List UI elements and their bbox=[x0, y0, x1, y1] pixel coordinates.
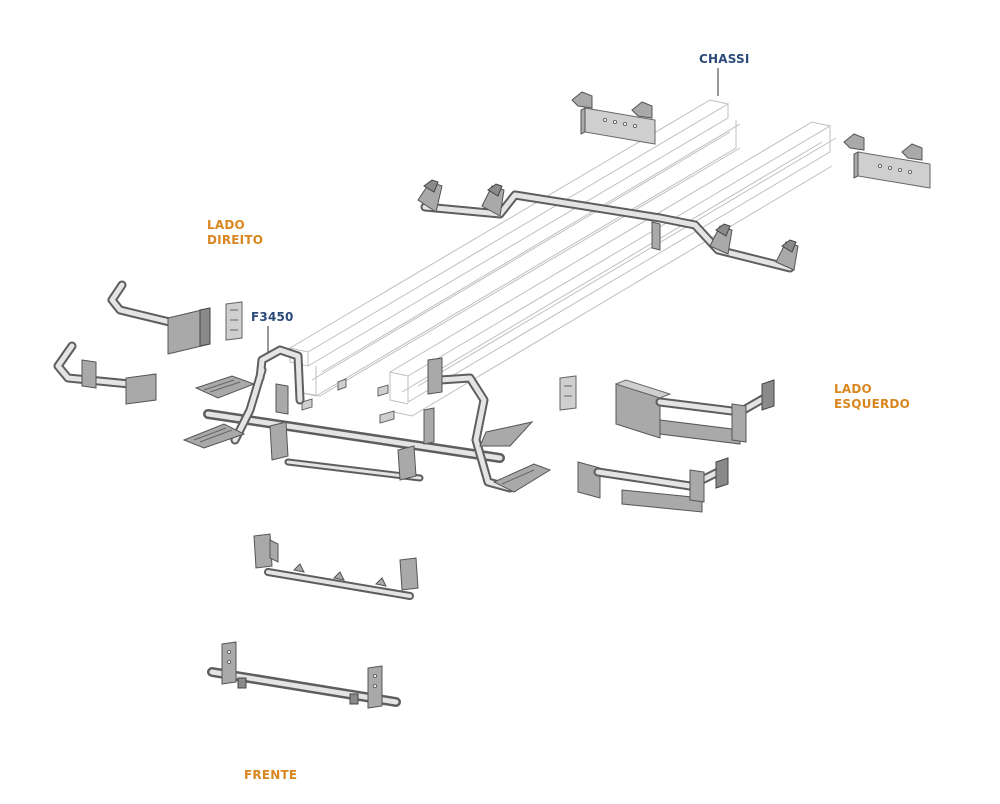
chassis-rail-left bbox=[288, 99, 741, 397]
step-plate-right-upper bbox=[479, 421, 534, 447]
right-side-step-upper bbox=[107, 280, 211, 355]
step-plate-left-lower bbox=[182, 423, 246, 449]
rear-center-bracket bbox=[651, 221, 661, 251]
left-side-small-bracket bbox=[559, 375, 577, 411]
step-plate-left-upper bbox=[194, 375, 256, 399]
front-bar-lower bbox=[207, 641, 401, 709]
right-loop-tube bbox=[435, 373, 515, 493]
left-side-step-lower bbox=[577, 457, 729, 513]
rear-crossbar-tube bbox=[420, 190, 795, 273]
chassis-brackets bbox=[301, 378, 395, 424]
step-plate-right-lower bbox=[492, 463, 552, 493]
label-chassi: CHASSI bbox=[699, 52, 750, 66]
rear-crossbar-assembly bbox=[417, 179, 799, 273]
rear-clamp-center bbox=[481, 183, 505, 217]
center-brackets bbox=[275, 357, 443, 445]
label-model-f3450: F3450 bbox=[251, 310, 294, 324]
rear-clamp-right-2 bbox=[775, 239, 799, 271]
left-side-step-upper bbox=[614, 379, 775, 445]
label-lado-direito-line2: DIREITO bbox=[207, 233, 264, 247]
rear-clamp-left bbox=[417, 179, 443, 213]
chassis-rail-right bbox=[388, 121, 837, 417]
label-frente: FRENTE bbox=[244, 768, 298, 782]
front-bumper-tube bbox=[203, 409, 505, 463]
front-bar-upper bbox=[253, 533, 419, 600]
chassi-bracket-left bbox=[571, 91, 656, 145]
chassis-frame bbox=[288, 99, 837, 424]
chassi-bracket-right bbox=[843, 133, 931, 189]
label-lado-esquerdo-line2: ESQUERDO bbox=[834, 397, 910, 411]
label-lado-esquerdo-line1: LADO bbox=[834, 382, 872, 396]
left-loop-tube bbox=[230, 345, 305, 445]
lower-stabilizer-bar bbox=[269, 421, 424, 482]
label-lado-direito-line1: LADO bbox=[207, 218, 245, 232]
right-side-small-bracket bbox=[225, 301, 243, 341]
rear-clamp-right-1 bbox=[709, 223, 733, 255]
right-side-step-lower bbox=[53, 341, 157, 405]
main-front-assembly bbox=[182, 326, 552, 493]
